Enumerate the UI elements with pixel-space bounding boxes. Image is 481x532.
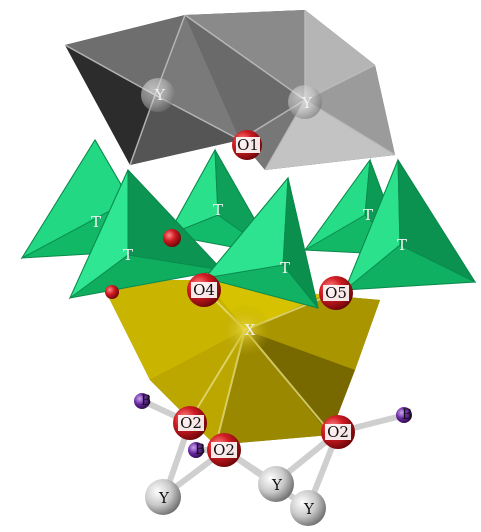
oxygen-atom-o1: O1 [232, 130, 262, 160]
svg-text:O2: O2 [213, 441, 235, 459]
y-atom-top-right: Y [288, 85, 322, 119]
y-atom-bottom-mid: Y [258, 466, 294, 502]
svg-text:O1: O1 [237, 136, 259, 154]
t-tetrahedron-2 [68, 168, 224, 300]
svg-text:B: B [195, 442, 205, 458]
t-tetrahedra [20, 139, 477, 309]
svg-text:B: B [141, 393, 151, 409]
t-label-1: T [91, 213, 101, 231]
svg-text:Y: Y [154, 86, 166, 104]
oxygen-atom-o2-mid: O2 [207, 433, 241, 467]
oxygen-atom-partial [163, 229, 181, 247]
svg-text:O5: O5 [325, 284, 347, 302]
oxygen-atom-partial-2 [105, 285, 119, 299]
svg-text:Y: Y [158, 489, 170, 507]
y-atom-top-left: Y [141, 78, 175, 112]
t-tetrahedron-6 [344, 158, 477, 291]
oxygen-atom-o5: O5 [319, 276, 353, 310]
t-label-2: T [123, 246, 133, 264]
t-tetrahedron-4 [203, 176, 319, 309]
boron-atom-right: B [396, 407, 412, 423]
boron-atom-left: B [134, 393, 151, 409]
svg-text:B: B [402, 407, 412, 423]
t-label-5: T [363, 206, 373, 224]
y-atom-bottom-left: Y [145, 479, 181, 515]
svg-text:O2: O2 [327, 423, 349, 441]
svg-text:O4: O4 [193, 281, 215, 299]
t-label-6: T [397, 236, 407, 254]
svg-text:Y: Y [301, 94, 313, 112]
oxygen-atom-o2-right: O2 [321, 415, 355, 449]
svg-text:Y: Y [303, 500, 315, 518]
x-label: X [245, 321, 256, 339]
t-label-4: T [280, 259, 290, 277]
svg-text:Y: Y [271, 476, 283, 494]
oxygen-atom-o4: O4 [187, 273, 221, 307]
t-label-3: T [213, 201, 223, 219]
y-octahedra [64, 10, 396, 171]
oxygen-atom-o2-left: O2 [173, 406, 207, 440]
y-atom-bottom-right: Y [290, 490, 326, 526]
svg-text:O2: O2 [180, 414, 202, 432]
boron-atom-mid: B [188, 442, 205, 458]
